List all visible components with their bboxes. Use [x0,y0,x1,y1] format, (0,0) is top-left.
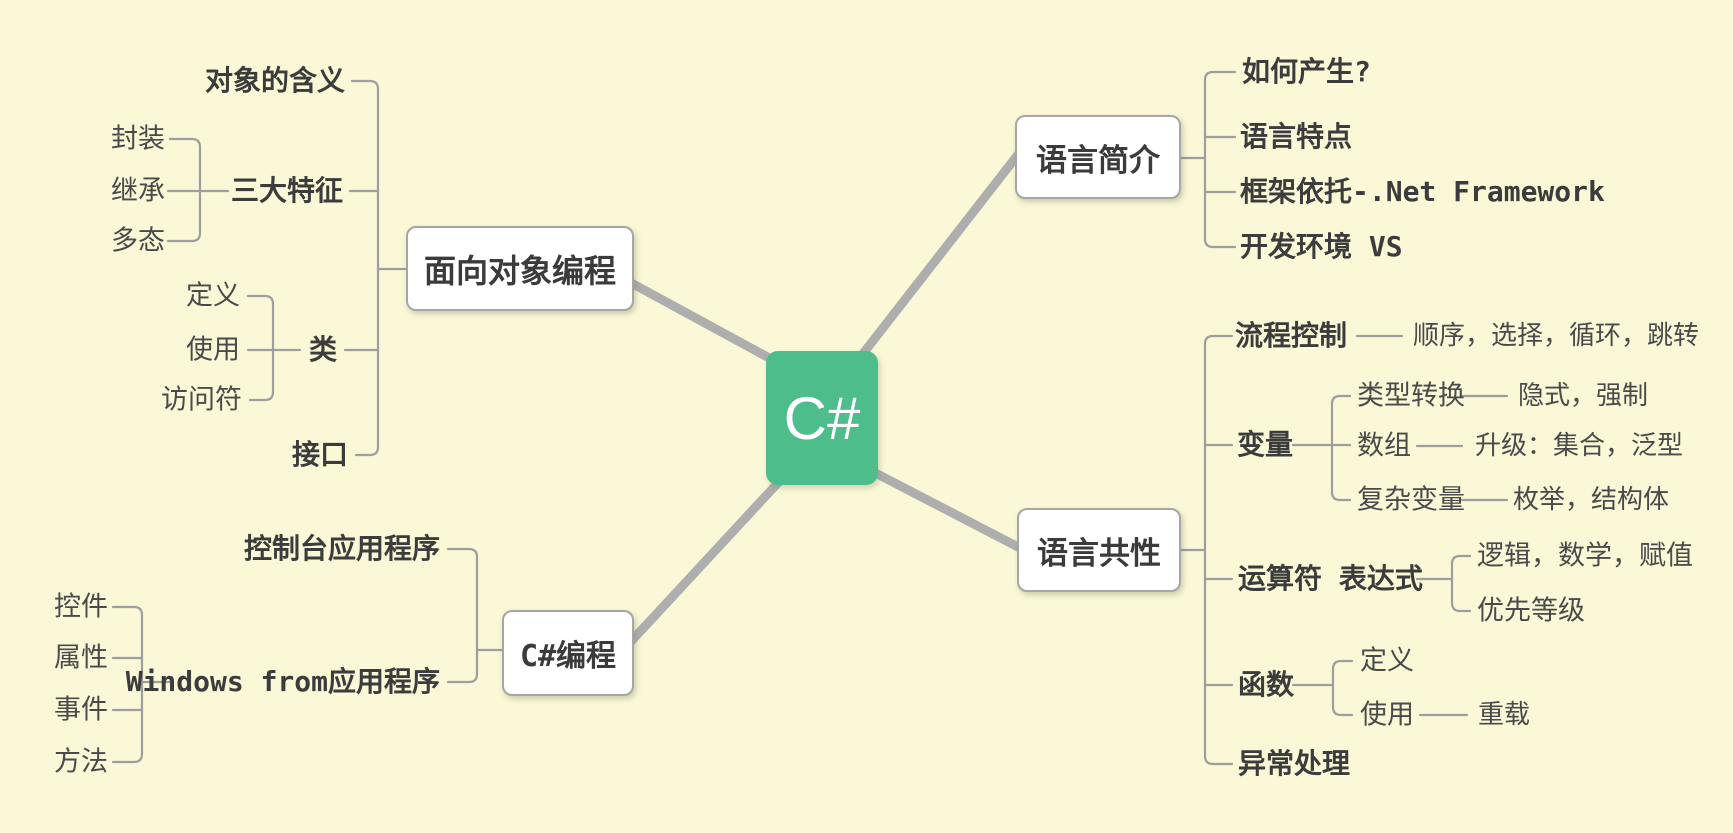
bracket-yunsuanfu [1450,554,1472,613]
topic-type-conversion[interactable]: 类型转换 [1357,380,1465,412]
topic-arrays[interactable]: 数组 [1357,430,1411,462]
topic-net-framework[interactable]: 框架依托-.Net Framework [1240,175,1605,208]
bracket-intro [1203,70,1237,249]
topic-function-definition[interactable]: 定义 [1360,645,1414,677]
bracket-programming [446,547,479,684]
trunk-programming [620,468,792,653]
note-overload[interactable]: 重载 [1478,700,1531,730]
topic-variables[interactable]: 变量 [1237,428,1294,461]
topic-exception-handling[interactable]: 异常处理 [1238,747,1351,780]
bracket-bianliang [1330,394,1352,502]
topic-polymorphism[interactable]: 多态 [111,225,165,257]
topic-language-features[interactable]: 语言特点 [1240,120,1353,153]
note-arrays[interactable]: 升级：集合，泛型 [1475,431,1684,461]
note-complex-variables[interactable]: 枚举，结构体 [1513,485,1670,515]
topic-controls[interactable]: 控件 [54,591,108,623]
topic-csharp-programming[interactable]: C#编程 [502,610,634,696]
topic-operators-expressions[interactable]: 运算符 表达式 [1238,562,1423,595]
topic-inheritance[interactable]: 继承 [111,175,165,207]
topic-methods[interactable]: 方法 [54,746,108,778]
topic-common[interactable]: 语言共性 [1017,508,1181,592]
bracket-hanshu [1331,659,1354,717]
topic-three-features[interactable]: 三大特征 [230,174,343,207]
topic-flow-control[interactable]: 流程控制 [1235,319,1348,352]
topic-logic-math-assign[interactable]: 逻辑，数学，赋值 [1477,540,1693,572]
topic-how-created[interactable]: 如何产生? [1242,55,1371,88]
topic-encapsulation[interactable]: 封装 [111,123,165,155]
topic-properties[interactable]: 属性 [54,642,108,674]
trunk-common [855,460,1025,553]
topic-class-definition[interactable]: 定义 [186,280,240,312]
branch-brackets [111,70,1509,766]
topic-oop[interactable]: 面向对象编程 [406,226,634,311]
trunk-oop [621,275,787,370]
bracket-common [1203,334,1234,766]
bracket-winform [111,605,144,764]
topic-console-app[interactable]: 控制台应用程序 [243,532,440,565]
topic-interface[interactable]: 接口 [291,438,348,471]
topic-precedence[interactable]: 优先等级 [1477,595,1585,627]
topic-class-usage[interactable]: 使用 [186,334,240,366]
topic-class[interactable]: 类 [308,333,337,366]
trunk-lines [620,149,1025,653]
bracket-lei [246,294,275,402]
topic-function-usage[interactable]: 使用 [1360,699,1414,731]
topic-functions[interactable]: 函数 [1238,668,1295,701]
topic-events[interactable]: 事件 [54,694,108,726]
note-type-conversion[interactable]: 隐式，强制 [1518,381,1649,411]
topic-winform-app[interactable]: Windows from应用程序 [125,665,440,698]
trunk-intro [854,149,1024,363]
topic-complex-variables[interactable]: 复杂变量 [1357,484,1465,516]
bracket-oop [350,79,380,457]
topic-intro[interactable]: 语言简介 [1015,115,1181,199]
topic-dev-env-vs[interactable]: 开发环境 VS [1240,230,1403,263]
topic-object-meaning[interactable]: 对象的含义 [204,64,345,97]
topic-access-modifier[interactable]: 访问符 [161,384,242,416]
root-topic-csharp[interactable]: C# [766,351,878,485]
note-flow-control[interactable]: 顺序，选择，循环，跳转 [1413,321,1700,351]
